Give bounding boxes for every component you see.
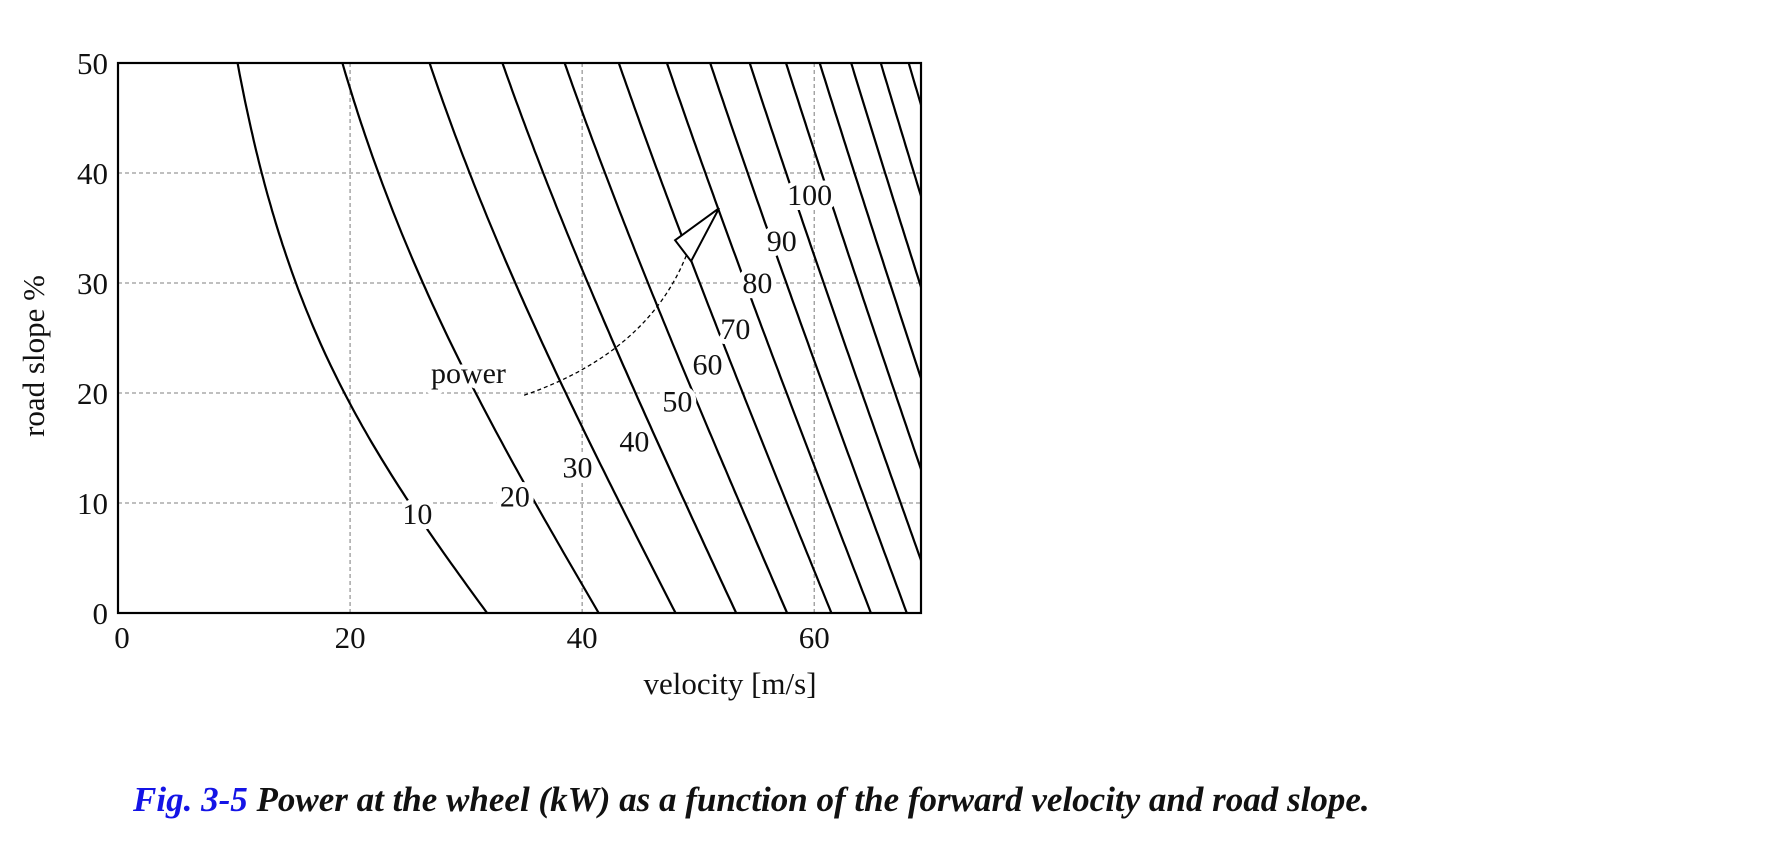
- contour-line-50: [563, 63, 789, 613]
- contour-label: 10: [402, 498, 432, 531]
- x-tick-label: 40: [567, 620, 598, 655]
- contour-line-70: [665, 63, 872, 613]
- arrow-head-icon: [673, 207, 720, 264]
- contour-label: 20: [500, 480, 530, 513]
- contour-label: 90: [767, 225, 797, 258]
- power-label: power: [431, 357, 506, 390]
- y-tick-label: 10: [77, 486, 108, 521]
- contour-line-120: [850, 63, 921, 291]
- power-arrow-line: [523, 247, 690, 396]
- contour-label: 70: [720, 313, 750, 346]
- figure-caption: Fig. 3-5 Power at the wheel (kW) as a fu…: [133, 780, 1370, 820]
- contour-line-90: [748, 63, 921, 564]
- y-tick-label: 50: [77, 46, 108, 81]
- figure-number: Fig. 3-5: [133, 780, 248, 819]
- contour-line-30: [428, 63, 677, 613]
- contour-line-20: [341, 63, 600, 613]
- contour-lines: [236, 63, 921, 613]
- contour-label: 100: [787, 179, 832, 212]
- y-tick-label: 0: [93, 596, 109, 631]
- contour-line-80: [709, 63, 908, 613]
- power-annotation: power: [426, 207, 720, 396]
- y-tick-label: 30: [77, 266, 108, 301]
- x-tick-label: 60: [799, 620, 830, 655]
- contour-line-140: [907, 63, 921, 109]
- y-axis-label: road slope %: [16, 275, 51, 437]
- contour-label: 30: [563, 452, 593, 485]
- caption-text: Power at the wheel (kW) as a function of…: [247, 780, 1370, 819]
- contour-line-130: [879, 63, 921, 200]
- y-tick-label: 40: [77, 156, 108, 191]
- contour-label: 50: [662, 386, 692, 419]
- plot-frame: [116, 61, 923, 615]
- contour-line-110: [818, 63, 921, 382]
- contour-line-40: [501, 63, 738, 613]
- grid-lines: [118, 63, 921, 613]
- contour-label: 80: [742, 267, 772, 300]
- contour-line-100: [784, 63, 921, 473]
- contour-line-10: [236, 63, 488, 613]
- contour-label: 40: [619, 425, 649, 458]
- contour-label: 60: [692, 348, 722, 381]
- x-axis-label: velocity [m/s]: [643, 666, 816, 701]
- x-tick-label: 20: [335, 620, 366, 655]
- contour-line-60: [617, 63, 833, 613]
- x-tick-label: 0: [114, 620, 130, 655]
- tick-labels: 0 20 40 60 0 10 20 30 40 50: [77, 46, 830, 655]
- y-tick-label: 20: [77, 376, 108, 411]
